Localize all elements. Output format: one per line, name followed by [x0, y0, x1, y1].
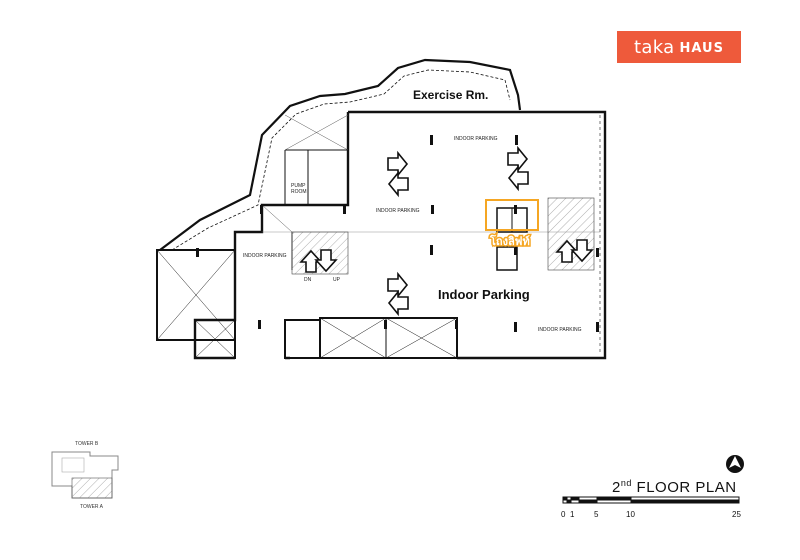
ramp-arrow-icon: [299, 239, 594, 273]
key-plan: TOWER B TOWER A: [51, 441, 119, 510]
ramp-up-label: UP: [333, 277, 341, 283]
ramp-hatch-left: [291, 231, 349, 275]
floor-plan-title: 2nd FLOOR PLAN: [612, 478, 737, 496]
brand-logo: taka HAUS: [617, 31, 741, 63]
brand-word-taka: taka: [634, 36, 675, 58]
service-rooms: [194, 317, 458, 359]
columns: [196, 135, 599, 332]
lift-hall-highlight: [485, 199, 539, 231]
scale-tick-1: 1: [570, 510, 575, 519]
north-arrow-icon: [726, 455, 744, 473]
scale-tick-25: 25: [732, 510, 741, 519]
pump-room-label-2: ROOM: [291, 189, 307, 195]
scale-tick-10: 10: [626, 510, 635, 519]
exercise-area-lines: [261, 114, 349, 233]
lift-hall-label: โถงลิฟท์: [489, 234, 530, 248]
main-walls: [193, 110, 607, 360]
floor-number: 2: [612, 479, 621, 496]
parking-label-top: INDOOR PARKING: [454, 136, 498, 142]
pump-room-label: PUMP: [291, 183, 306, 189]
key-plan-tower-b: TOWER B: [75, 441, 99, 447]
scale-tick-5: 5: [594, 510, 599, 519]
parking-label-center: INDOOR PARKING: [376, 208, 420, 214]
exterior-wall: [159, 58, 522, 251]
brand-word-haus: HAUS: [679, 40, 724, 56]
floor-plan-text: FLOOR PLAN: [636, 479, 737, 496]
indoor-parking-label: Indoor Parking: [438, 287, 530, 302]
parking-label-left: INDOOR PARKING: [243, 253, 287, 259]
key-plan-tower-a: TOWER A: [80, 504, 104, 510]
lift-core: [496, 207, 528, 271]
ramp-down-label: DN: [304, 277, 312, 283]
scale-tick-0: 0: [561, 510, 566, 519]
parking-label-right: INDOOR PARKING: [538, 327, 582, 333]
scale-bar: [562, 496, 740, 504]
floor-ordinal-suffix: nd: [620, 478, 632, 488]
scale-bar-ticks: 0 1 5 10 25: [561, 510, 741, 519]
exercise-room-label: Exercise Rm.: [413, 88, 488, 102]
traffic-arrow-icon: [387, 145, 529, 317]
